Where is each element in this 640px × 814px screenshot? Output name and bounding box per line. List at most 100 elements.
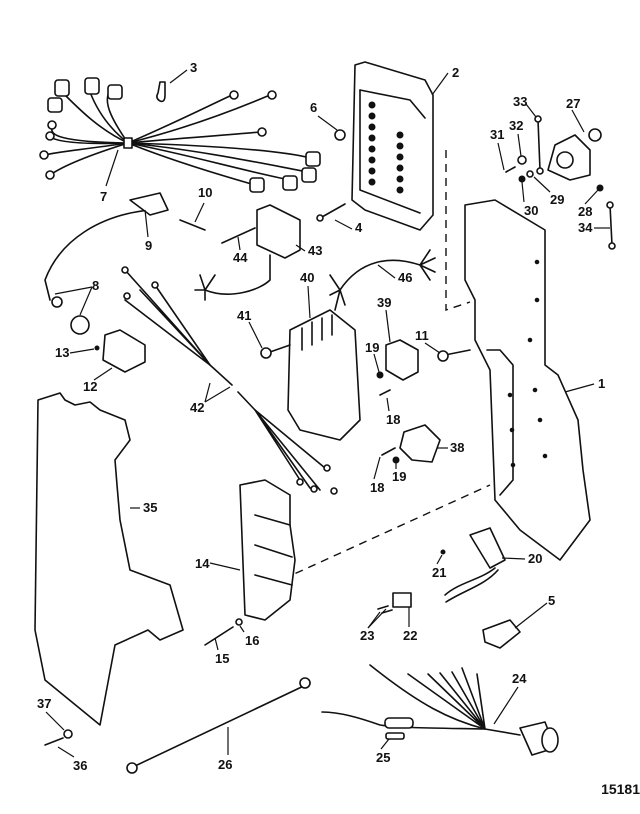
part-switch-box <box>351 61 434 231</box>
callout-leader-line <box>204 382 211 403</box>
part-washer-32 <box>517 155 527 165</box>
callout-label-40: 40 <box>300 270 314 285</box>
callout-label-19: 19 <box>392 469 406 484</box>
part-coils-14 <box>239 479 296 621</box>
part-bracket-22 <box>392 592 412 608</box>
part-bolt-41 <box>269 344 291 353</box>
callout-label-31: 31 <box>490 127 504 142</box>
callout-label-27: 27 <box>566 96 580 111</box>
callout-label-1: 1 <box>598 376 605 391</box>
bracket-hole <box>527 337 533 343</box>
callout-label-20: 20 <box>528 551 542 566</box>
part-leads-42 <box>124 269 211 366</box>
part-cover-35 <box>34 392 184 726</box>
part-bolt-31 <box>505 166 516 173</box>
switch-box-terminal <box>368 101 376 109</box>
part-module-39 <box>385 339 419 381</box>
diagram-reference-number: 15181 <box>601 781 640 797</box>
switch-box-terminal <box>396 142 404 150</box>
callout-leader-line <box>386 397 390 412</box>
callout-labels: 1234567891011121314151618181919202122232… <box>37 60 605 773</box>
callout-label-12: 12 <box>83 379 97 394</box>
callout-leader-line <box>564 383 595 393</box>
callout-label-3: 3 <box>190 60 197 75</box>
callout-label-13: 13 <box>55 345 69 360</box>
part-module-43 <box>256 204 301 259</box>
callout-leader-line <box>209 562 241 571</box>
callout-leader-line <box>169 69 188 84</box>
callout-label-14: 14 <box>195 556 210 571</box>
callout-leader-line <box>105 149 119 187</box>
callout-label-36: 36 <box>73 758 87 773</box>
callout-leader-line <box>45 711 65 731</box>
part-mounting-bracket <box>464 199 591 561</box>
part-screw-13 <box>94 345 100 351</box>
callout-label-37: 37 <box>37 696 51 711</box>
part-boot-8 <box>51 296 63 308</box>
part-screw-36 <box>44 737 64 746</box>
part-nut-30 <box>518 175 526 183</box>
part-harness-24 <box>321 664 559 756</box>
callout-label-4: 4 <box>355 220 363 235</box>
callout-label-5: 5 <box>548 593 555 608</box>
part-terminal-block-5 <box>482 619 521 649</box>
callout-leader-line <box>431 72 449 96</box>
callout-leader-line <box>373 353 380 373</box>
callout-leader-line <box>214 637 219 651</box>
callout-leader-line <box>239 625 245 633</box>
callout-leader-line <box>497 142 505 171</box>
part-screw-21 <box>440 549 446 555</box>
callout-leader-line <box>248 321 263 349</box>
callout-leaders <box>45 69 610 758</box>
callout-label-42: 42 <box>190 400 204 415</box>
switch-box-terminal <box>396 186 404 194</box>
callout-leader-line <box>501 557 526 560</box>
part-washer-16 <box>235 618 243 626</box>
callout-leader-line <box>317 115 338 131</box>
callout-label-19: 19 <box>365 340 379 355</box>
bracket-hole <box>507 392 513 398</box>
switch-box-terminal <box>368 145 376 153</box>
callout-leader-line <box>334 219 353 230</box>
callout-leader-line <box>307 285 311 319</box>
callout-label-2: 2 <box>452 65 459 80</box>
callout-label-41: 41 <box>237 308 251 323</box>
callout-label-43: 43 <box>308 243 322 258</box>
callout-leader-line <box>525 103 537 118</box>
part-link-34 <box>609 204 613 246</box>
callout-leader-line <box>194 202 205 223</box>
switch-box-terminal <box>396 175 404 183</box>
part-fuse-25 <box>385 732 405 740</box>
switch-box-terminal <box>396 153 404 161</box>
callout-label-39: 39 <box>377 295 391 310</box>
part-capacitor-20 <box>469 527 506 569</box>
callout-label-21: 21 <box>432 565 446 580</box>
callout-label-22: 22 <box>403 628 417 643</box>
callout-label-15: 15 <box>215 651 229 666</box>
callout-leader-line <box>436 554 443 565</box>
callout-leader-line <box>385 309 391 343</box>
callout-label-8: 8 <box>92 278 99 293</box>
part-clamp <box>156 81 166 103</box>
callout-leader-line <box>57 746 75 758</box>
switch-box-terminal <box>396 164 404 172</box>
callout-leader-line <box>79 286 93 316</box>
callout-label-25: 25 <box>376 750 390 765</box>
callout-leader-line <box>144 209 149 238</box>
callout-leader-line <box>493 686 519 725</box>
callout-label-38: 38 <box>450 440 464 455</box>
callout-label-6: 6 <box>310 100 317 115</box>
callout-leader-line <box>424 342 441 354</box>
switch-box-terminal <box>368 156 376 164</box>
bracket-hole <box>534 259 540 265</box>
callout-label-29: 29 <box>550 192 564 207</box>
part-solenoid <box>547 128 602 181</box>
callout-leader-line <box>533 176 551 193</box>
part-screws-23 <box>377 605 393 614</box>
part-screw-44 <box>221 227 256 244</box>
callout-leader-line <box>377 264 396 279</box>
callout-label-44: 44 <box>233 250 248 265</box>
callout-label-16: 16 <box>245 633 259 648</box>
